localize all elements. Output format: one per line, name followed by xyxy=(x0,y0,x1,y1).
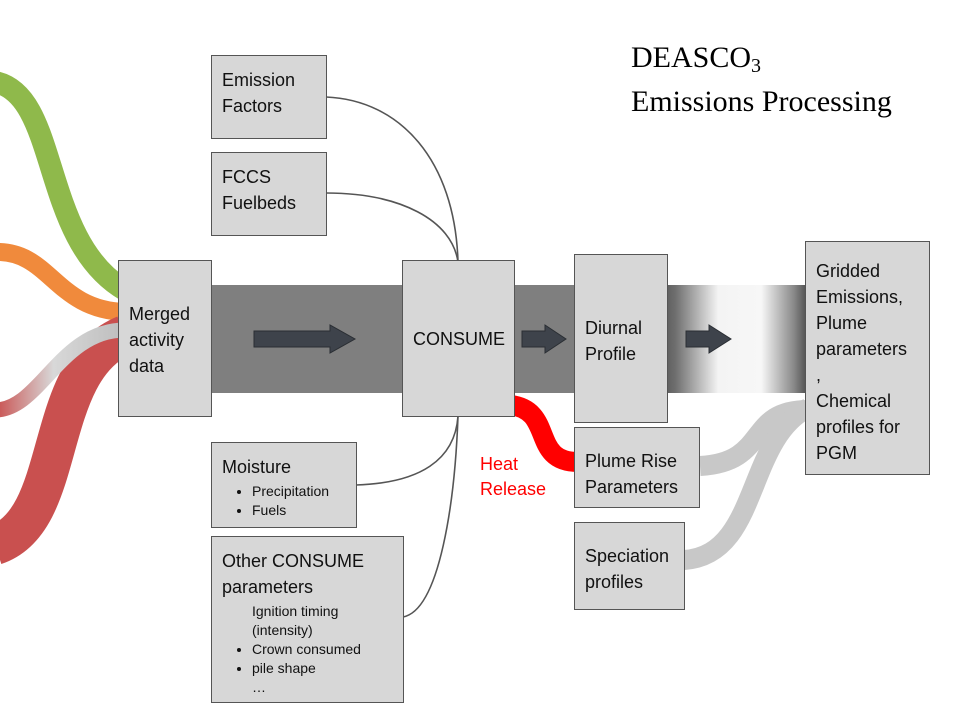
connector-other xyxy=(402,415,459,618)
moisture-box: Moisture Precipitation Fuels xyxy=(211,442,357,528)
emission-factors-box: Emission Factors xyxy=(211,55,327,139)
connector-fccs xyxy=(325,192,459,263)
plume-rise-label: Plume Rise Parameters xyxy=(585,451,679,497)
arrow-merged-to-consume xyxy=(253,324,357,354)
heat-release-label: Heat Release xyxy=(480,454,547,499)
diagram-title: DEASCO3 Emissions Processing xyxy=(631,40,892,120)
grey-red-stream xyxy=(0,322,126,417)
red-stream xyxy=(0,316,135,564)
other-consume-item-pile-shape: pile shape xyxy=(252,659,393,678)
green-stream xyxy=(0,72,132,300)
gridded-emissions-label: Gridded Emissions, Plume parameters , Ch… xyxy=(816,261,908,463)
title-subscript: 3 xyxy=(751,55,762,77)
connector-moisture xyxy=(355,415,459,486)
other-consume-item-ignition: Ignition timing (intensity) xyxy=(252,603,339,638)
merged-activity-label: Merged activity data xyxy=(129,304,191,376)
moisture-title: Moisture xyxy=(222,457,292,477)
moisture-item-precipitation: Precipitation xyxy=(252,482,346,501)
consume-box: CONSUME xyxy=(402,260,515,417)
speciation-profiles-label: Speciation profiles xyxy=(585,546,670,592)
other-consume-item-crown: Crown consumed xyxy=(252,640,393,659)
fccs-fuelbeds-label: FCCS Fuelbeds xyxy=(222,167,297,213)
consume-label: CONSUME xyxy=(413,328,506,349)
gridded-emissions-box: Gridded Emissions, Plume parameters , Ch… xyxy=(805,241,930,475)
other-consume-params-box: Other CONSUME parameters Ignition timing… xyxy=(211,536,404,703)
heat-release-curve xyxy=(508,395,579,472)
diurnal-profile-label: Diurnal Profile xyxy=(585,318,643,364)
moisture-list: Precipitation Fuels xyxy=(222,482,346,520)
diurnal-profile-box: Diurnal Profile xyxy=(574,254,668,423)
arrow-consume-to-diurnal xyxy=(521,324,567,354)
other-consume-list: Ignition timing (intensity) Crown consum… xyxy=(222,602,393,678)
other-consume-title: Other CONSUME parameters xyxy=(222,551,365,597)
other-consume-ellipsis: … xyxy=(252,679,266,695)
fccs-fuelbeds-box: FCCS Fuelbeds xyxy=(211,152,327,236)
title-line2: Emissions Processing xyxy=(631,85,892,118)
orange-stream xyxy=(0,243,126,321)
plume-rise-box: Plume Rise Parameters xyxy=(574,427,700,508)
connector-emission-factors xyxy=(325,96,459,263)
emission-factors-label: Emission Factors xyxy=(222,70,296,116)
merged-activity-box: Merged activity data xyxy=(118,260,212,417)
arrow-diurnal-to-gridded xyxy=(685,324,732,354)
speciation-to-gridded-stream xyxy=(682,399,814,570)
speciation-profiles-box: Speciation profiles xyxy=(574,522,685,610)
title-main: DEASCO xyxy=(631,41,752,74)
moisture-item-fuels: Fuels xyxy=(252,501,346,520)
